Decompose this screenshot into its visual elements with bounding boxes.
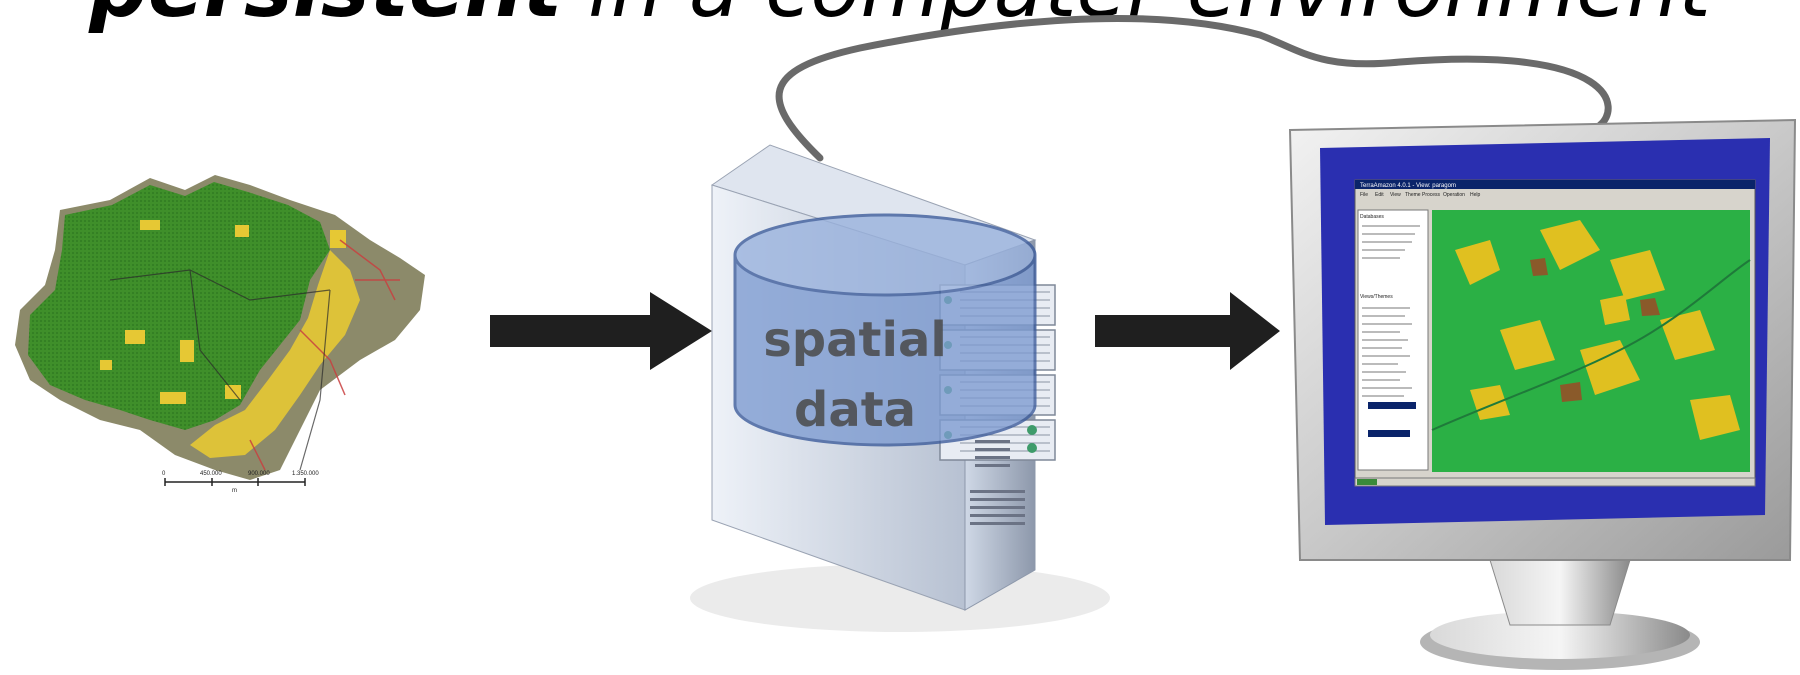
menu-help: Help bbox=[1470, 192, 1481, 198]
amazon-map: 0 450.000 900.000 1.350.000 m bbox=[15, 175, 425, 494]
menu-view: View bbox=[1390, 192, 1401, 198]
network-cable bbox=[775, 15, 1612, 162]
arrow-right-icon-2 bbox=[1095, 292, 1280, 370]
scalebar-tick-0: 0 bbox=[162, 471, 166, 477]
title-emphasis: persistent bbox=[89, 0, 562, 36]
database-label: spatial data bbox=[730, 305, 980, 445]
database-cylinder-icon bbox=[733, 213, 1037, 447]
title-rest: in a computer environment bbox=[588, 0, 1711, 36]
scalebar-tick-3: 1.350.000 bbox=[292, 471, 319, 477]
panel-views-label: Views/Themes bbox=[1360, 294, 1393, 300]
panel-databases-label: Databases bbox=[1360, 214, 1384, 220]
menu-file: File bbox=[1360, 192, 1368, 198]
scalebar-tick-2: 900.000 bbox=[248, 471, 270, 477]
menu-theme: Theme bbox=[1405, 192, 1421, 198]
menu-edit: Edit bbox=[1375, 192, 1384, 198]
menu-process: Process bbox=[1422, 192, 1441, 198]
scalebar-tick-1: 450.000 bbox=[200, 471, 222, 477]
monitor-icon: TerraAmazon 4.0.1 - View: paragom File E… bbox=[1288, 118, 1797, 670]
menu-operation: Operation bbox=[1443, 192, 1465, 198]
map-deforestation-arc bbox=[190, 250, 360, 458]
database-label-line2: data bbox=[793, 382, 917, 438]
map-scalebar bbox=[164, 478, 306, 486]
arrow-right-icon bbox=[490, 292, 712, 370]
app-window-title: TerraAmazon 4.0.1 - View: paragom bbox=[1360, 183, 1456, 189]
slide-title: persistent in a computer environment bbox=[0, 0, 1800, 30]
app-titlebar bbox=[1355, 180, 1755, 189]
scalebar-unit: m bbox=[232, 488, 237, 494]
database-label-line1: spatial bbox=[763, 312, 947, 368]
